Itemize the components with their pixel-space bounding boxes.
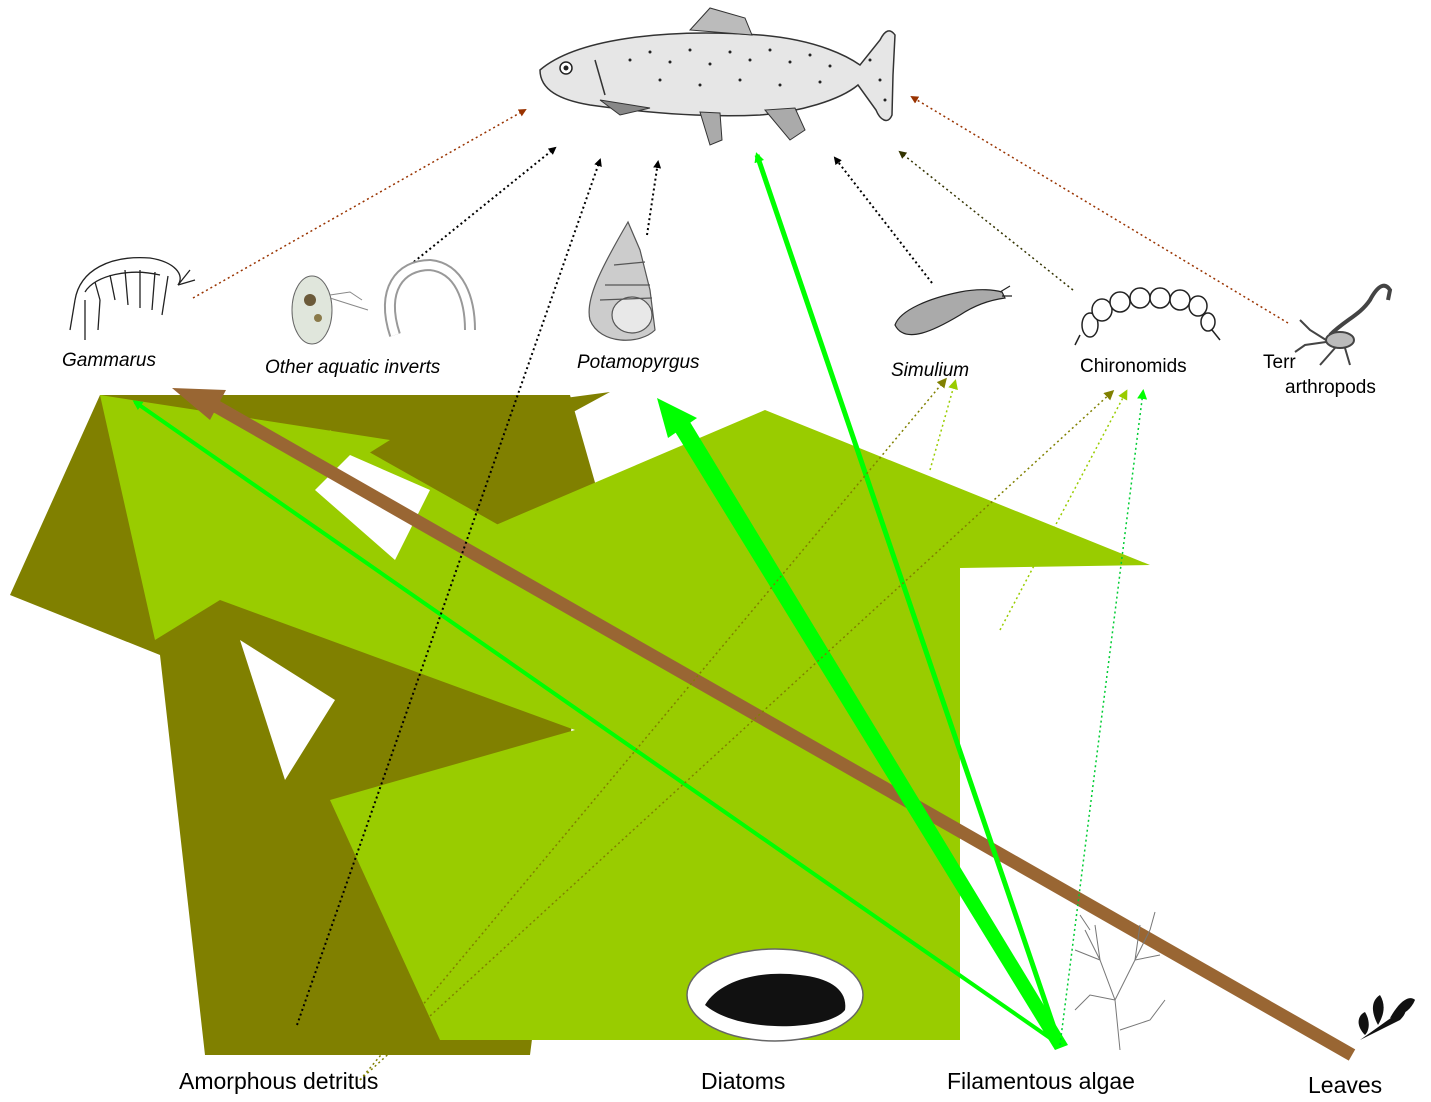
potamopyrgus-label: Potamopyrgus [577,352,700,374]
algae-icon [1075,912,1165,1050]
snail-icon [589,222,655,340]
chironomids-label: Chironomids [1080,356,1187,378]
algae-label: Filamentous algae [947,1068,1135,1095]
leaf-icon [1359,995,1415,1040]
scorpion-icon [1295,286,1390,365]
gammarus-trout-link [193,110,525,298]
algae-chironomids-link [1060,392,1143,1045]
detritus-label: Amorphous detritus [179,1068,378,1095]
trout-icon [540,8,895,145]
terrestrial-label-line1: Terr [1263,352,1296,374]
daphnia-icon [292,276,368,344]
potamopyrgus-trout-link [647,162,658,235]
diatoms-chironomids-link [1000,392,1126,630]
blackfly-larva-icon [895,286,1012,335]
terrestrial-label-line2: arthropods [1285,377,1376,399]
simulium-trout-link [835,158,932,283]
terrestrial-trout-link [912,97,1288,323]
diatoms-label: Diatoms [701,1068,785,1095]
leaves-label: Leaves [1308,1072,1382,1099]
chironomids-trout-link [900,152,1073,290]
midge-larva-icon [1075,288,1220,345]
other-inverts-label: Other aquatic inverts [265,357,440,379]
diatom-dish-icon [687,949,863,1041]
amphipod-icon [70,258,195,340]
simulium-label: Simulium [891,360,969,382]
inverts-trout-link [410,148,555,265]
diatoms-simulium-link [930,382,955,470]
gammarus-label: Gammarus [62,350,156,372]
